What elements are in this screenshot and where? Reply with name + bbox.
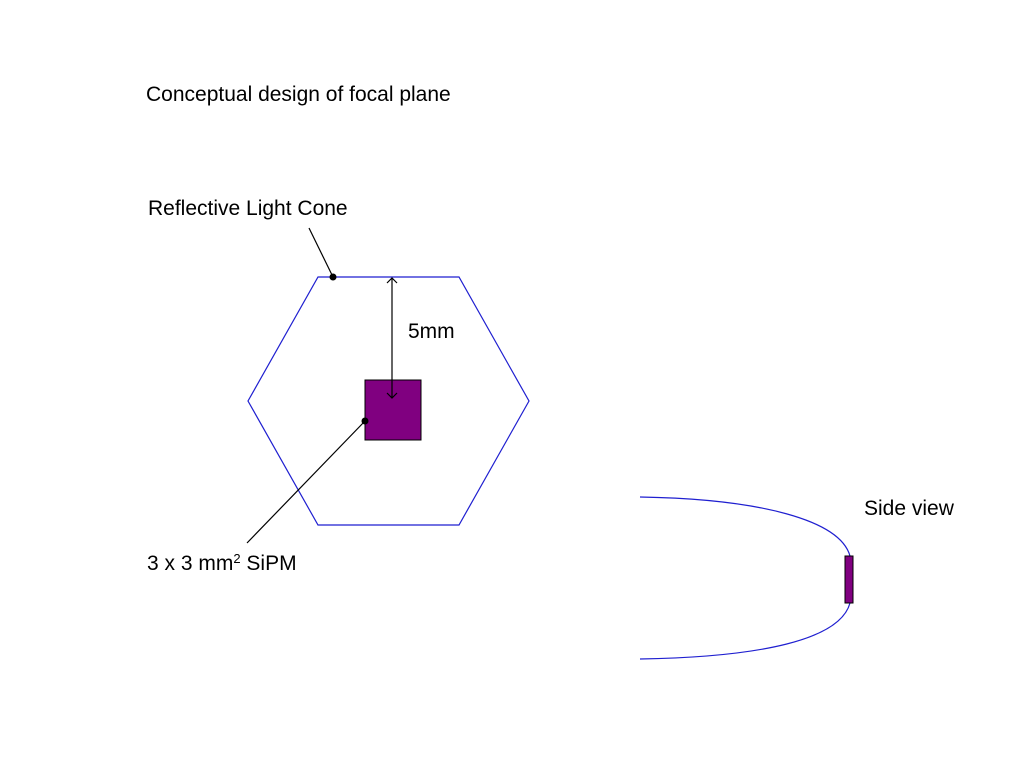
sipm-leader-dot (361, 417, 369, 425)
sipm-square (364, 379, 422, 441)
light-cone-hexagon (247, 276, 530, 526)
light-cone-leader-dot (329, 273, 337, 281)
light-cone-label: Reflective Light Cone (148, 197, 348, 220)
light-cone-leader-line (308, 227, 334, 278)
dimension-label: 5mm (408, 320, 455, 343)
sipm-label-suffix: SiPM (240, 552, 297, 575)
sipm-leader-line (246, 420, 366, 544)
side-view-cone-curve (639, 496, 851, 660)
sipm-label: 3 x 3 mm2 SiPM (147, 551, 297, 575)
side-view-sipm (844, 555, 854, 604)
sipm-label-superscript: 2 (233, 551, 241, 566)
sipm-label-prefix: 3 x 3 mm (147, 552, 234, 575)
side-view-label: Side view (864, 497, 954, 520)
diagram-title: Conceptual design of focal plane (146, 83, 451, 106)
